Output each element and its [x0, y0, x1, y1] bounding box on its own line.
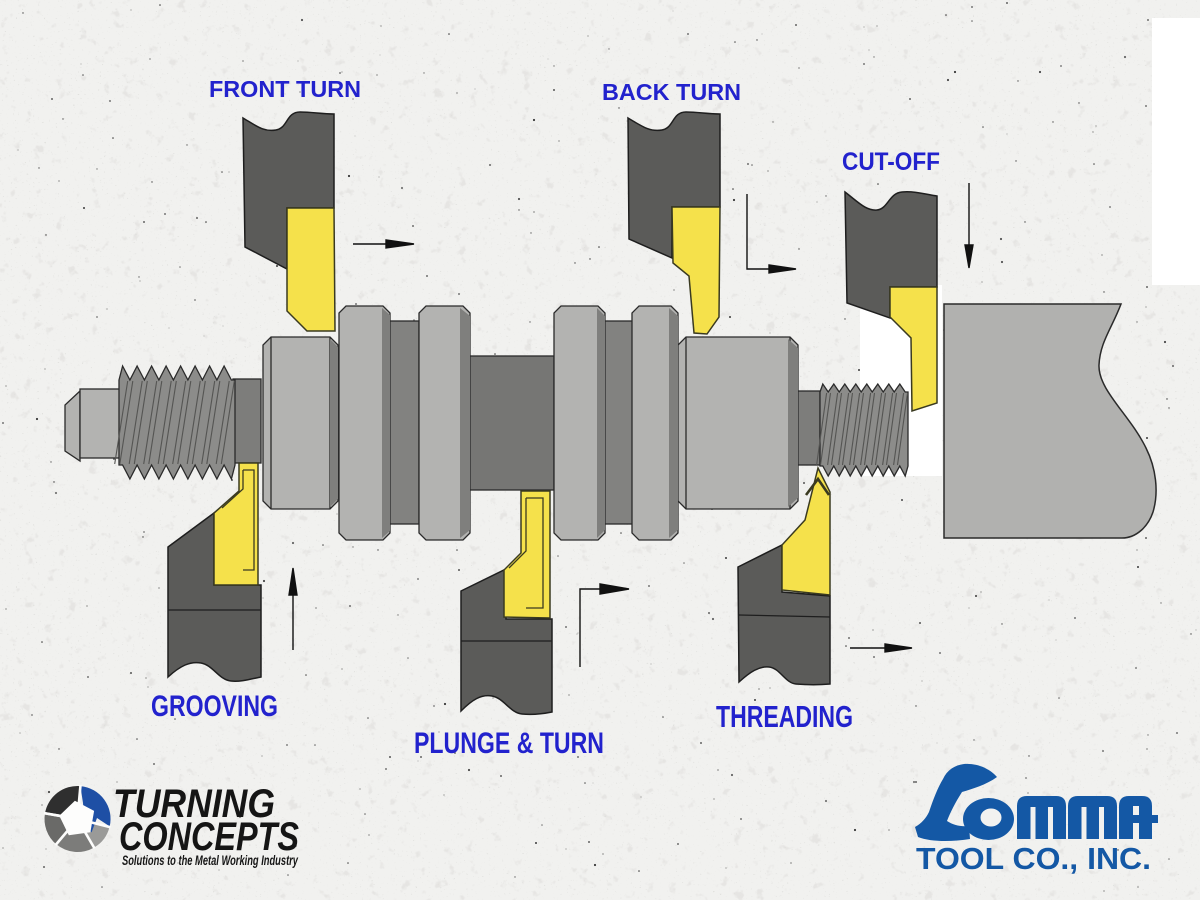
- svg-text:PLUNGE & TURN: PLUNGE & TURN: [414, 727, 604, 760]
- svg-text:THREADING: THREADING: [716, 699, 853, 734]
- svg-text:CONCEPTS: CONCEPTS: [119, 815, 299, 859]
- svg-text:CUT-OFF: CUT-OFF: [842, 148, 940, 176]
- svg-text:TURNING: TURNING: [113, 782, 275, 826]
- svg-text:TOOL CO., INC.: TOOL CO., INC.: [916, 841, 1151, 876]
- svg-text:GROOVING: GROOVING: [151, 690, 278, 723]
- svg-text:Solutions to the Metal Working: Solutions to the Metal Working Industry: [122, 853, 299, 868]
- svg-text:FRONT TURN: FRONT TURN: [209, 76, 361, 102]
- svg-text:BACK TURN: BACK TURN: [602, 79, 741, 105]
